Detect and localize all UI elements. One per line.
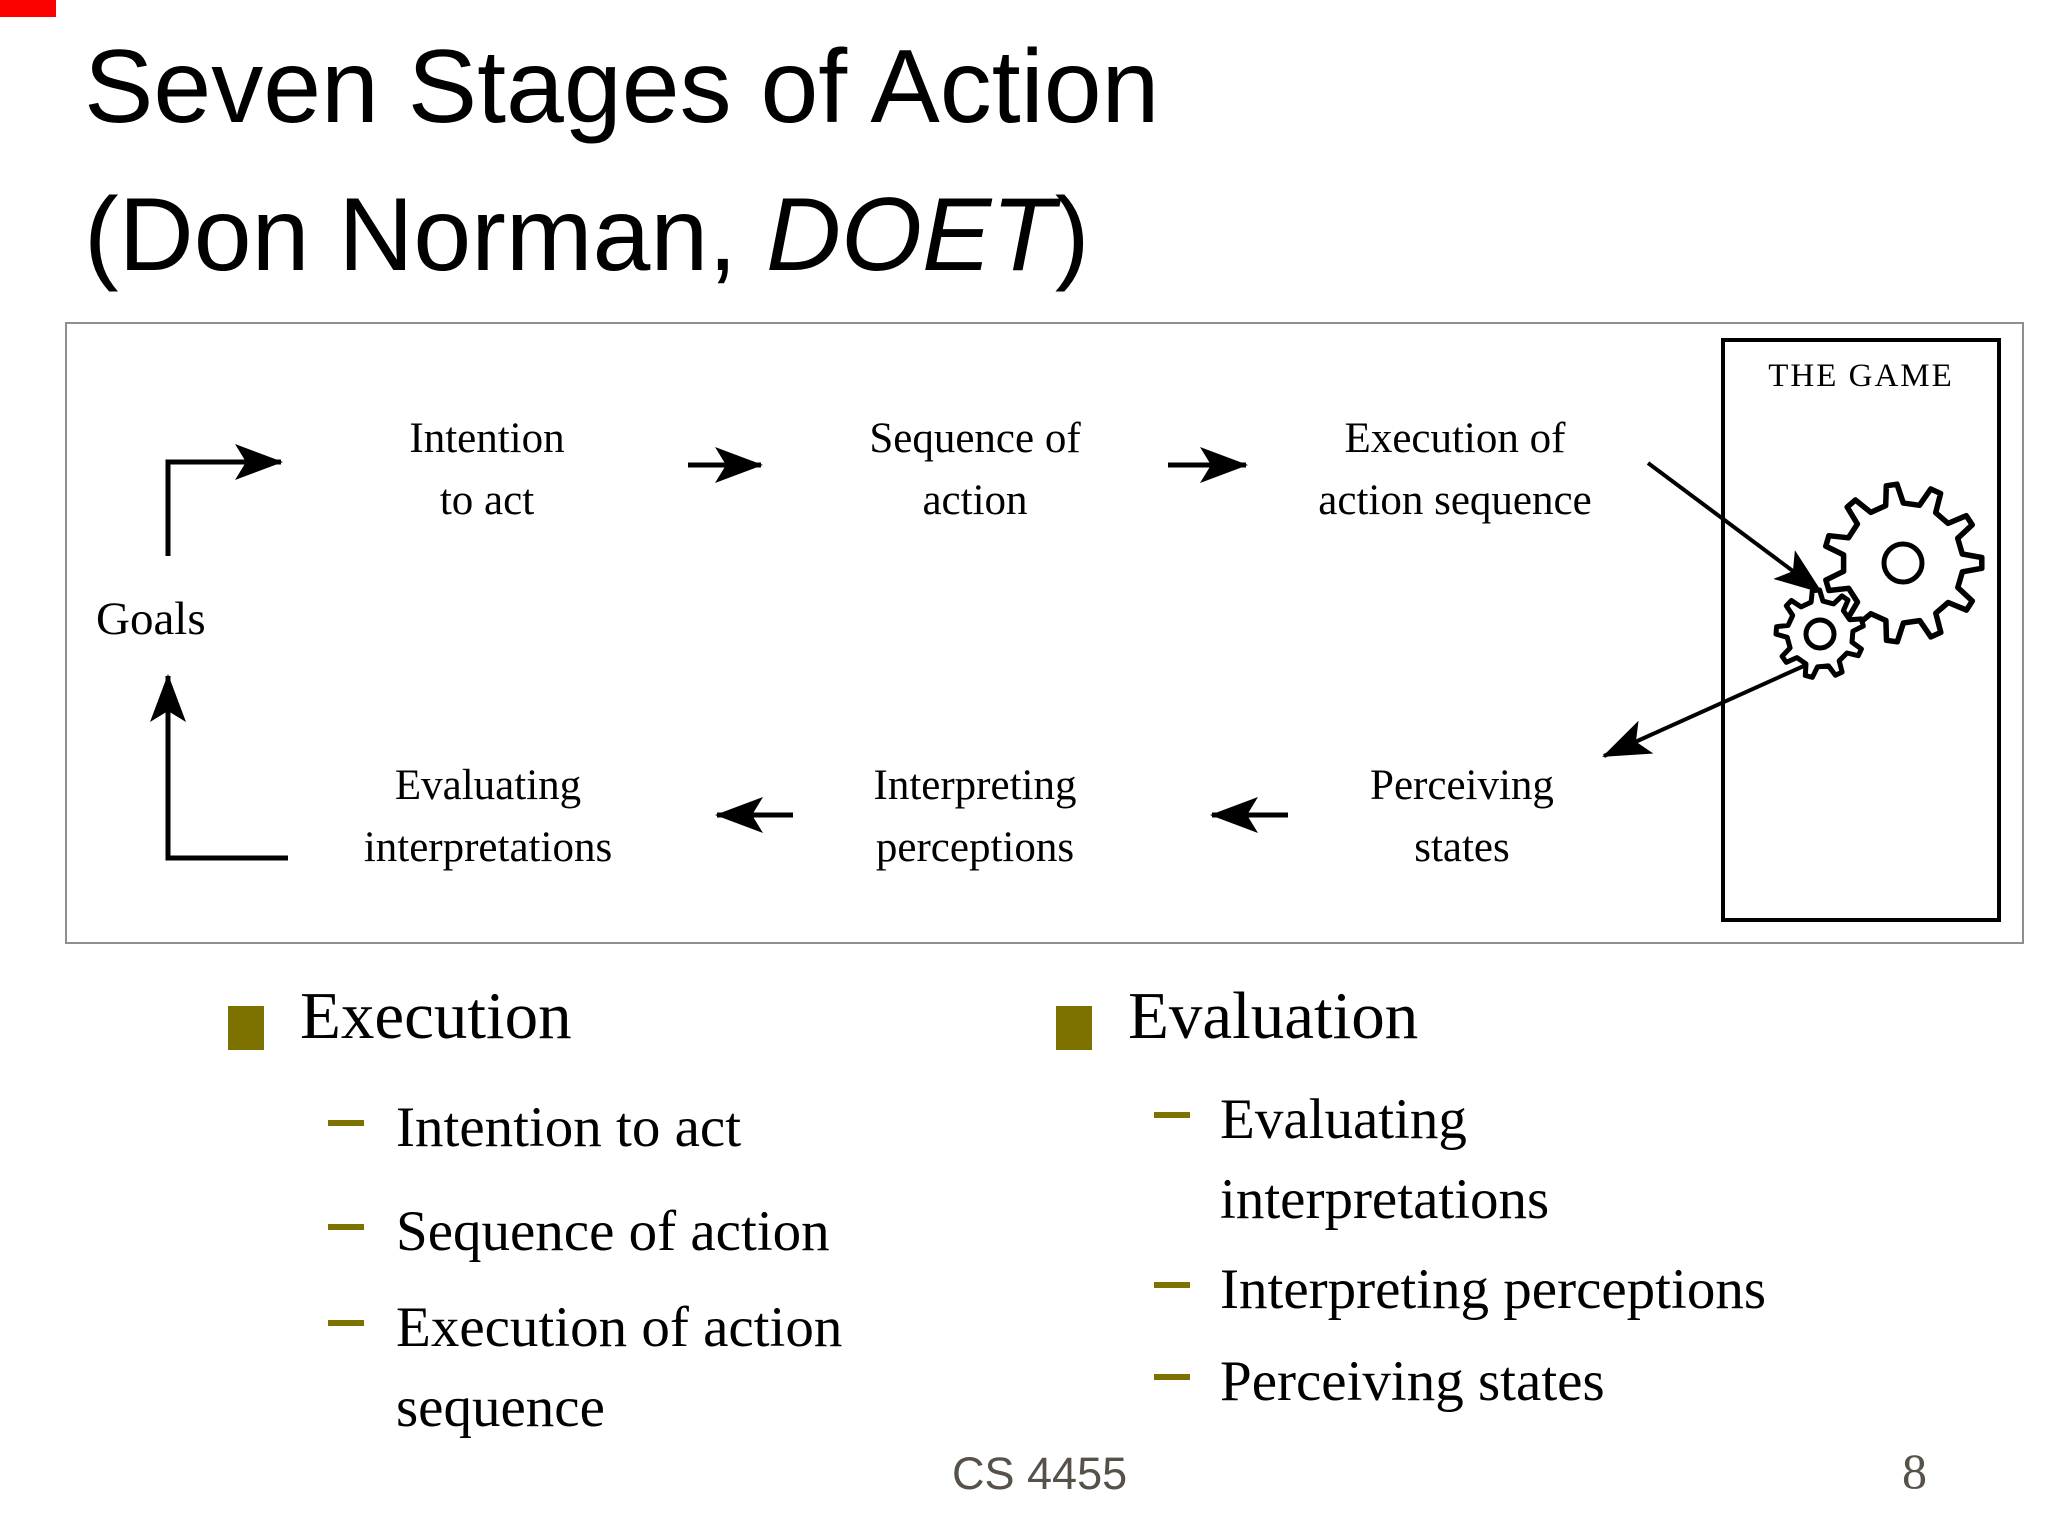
stage-interpreting-perceptions: Interpreting perceptions xyxy=(873,762,1077,872)
title-line-2: (Don Norman, DOET) xyxy=(84,176,1090,293)
list-item: Execution of action sequence xyxy=(396,1296,843,1439)
list-item: Sequence of action xyxy=(396,1200,830,1263)
square-bullet-icon xyxy=(228,1006,264,1050)
stage-execution-of-action-sequence: Execution of action sequence xyxy=(1318,415,1592,525)
action-cycle-diagram-frame xyxy=(65,322,2024,944)
title-line-1: Seven Stages of Action xyxy=(84,29,1160,145)
stage-intention-to-act: Intention to act xyxy=(409,415,565,525)
dash-bullet-icon xyxy=(328,1224,364,1230)
game-box-label: THE GAME xyxy=(1768,358,1954,394)
stage-perceiving-states: Perceiving states xyxy=(1370,762,1554,872)
slide-title: Seven Stages of Action (Don Norman, DOET… xyxy=(84,14,1159,309)
footer-course-label: CS 4455 xyxy=(952,1448,1128,1499)
dash-bullet-icon xyxy=(1154,1374,1190,1380)
list-item: Evaluating interpretations xyxy=(1220,1088,1550,1231)
square-bullet-icon xyxy=(1056,1006,1092,1050)
footer-page-number: 8 xyxy=(1902,1443,1927,1499)
list-item: Interpreting perceptions xyxy=(1220,1258,1767,1321)
execution-heading: Execution xyxy=(300,979,572,1053)
stage-sequence-of-action: Sequence of action xyxy=(869,415,1081,525)
stage-goals: Goals xyxy=(96,593,206,645)
dash-bullet-icon xyxy=(328,1320,364,1326)
list-item: Intention to act xyxy=(396,1096,742,1159)
list-item: Perceiving states xyxy=(1220,1350,1605,1413)
stage-evaluating-interpretations: Evaluating interpretations xyxy=(363,762,613,872)
dash-bullet-icon xyxy=(1154,1112,1190,1118)
evaluation-heading: Evaluation xyxy=(1128,979,1419,1053)
corner-red-marker xyxy=(0,0,56,17)
title-book-abbrev: DOET xyxy=(766,176,1055,293)
dash-bullet-icon xyxy=(328,1120,364,1126)
dash-bullet-icon xyxy=(1154,1282,1190,1288)
